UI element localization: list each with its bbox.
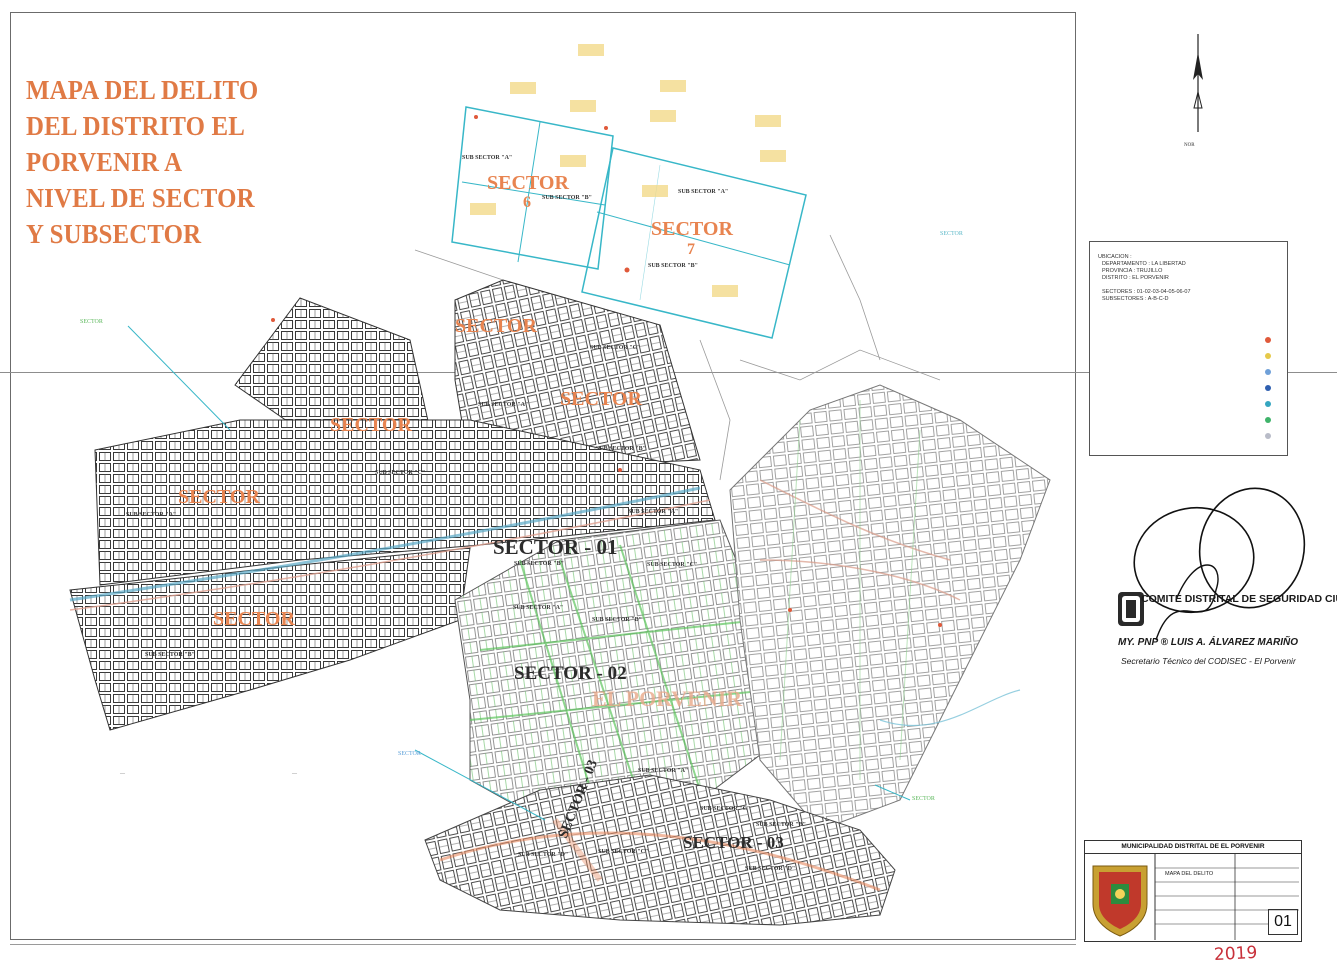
subsector-label: SUB SECTOR "A" — [628, 509, 679, 515]
legend-line: SUBSECTORES : A-B-C-D — [1102, 296, 1169, 302]
legend-color-dot — [1265, 353, 1271, 359]
frame-bottom-line — [10, 944, 1076, 945]
sector-3-label: SECTOR — [330, 414, 412, 436]
subsector-label: SUB SECTOR "D" — [745, 866, 796, 872]
subsector-label: SUB SECTOR "A" — [478, 402, 529, 408]
title-block-grid — [1092, 854, 1299, 940]
svg-text:SECTOR: SECTOR — [912, 796, 935, 802]
legend-line: SECTORES : 01-02-03-04-05-06-07 — [1102, 289, 1191, 295]
svg-text:SECTOR: SECTOR — [398, 751, 421, 757]
sector-03-label: SECTOR - 03 — [683, 833, 784, 852]
subsector-label: SUB SECTOR "A" — [513, 605, 564, 611]
subsector-label: SUB SECTOR "B" — [542, 195, 592, 201]
legend-color-dot — [1265, 433, 1271, 439]
northwest-neighbourhood — [234, 279, 701, 471]
svg-text:—: — — [119, 772, 126, 777]
title-block-plan-name: MAPA DEL DELITO — [1165, 871, 1214, 877]
legend-color-dot — [1265, 417, 1271, 423]
subsector-label: SUB SECTOR "C" — [375, 470, 426, 476]
title-line-1: MAPA DEL DELITO — [26, 75, 259, 105]
west-urban-area — [69, 419, 716, 731]
sector-01-label: SECTOR - 01 — [493, 535, 618, 559]
stamp-officer-title: Secretario Técnico del CODISEC - El Porv… — [1121, 656, 1296, 666]
title-line-3: PORVENIR A — [26, 147, 183, 177]
subsector-label: SUB SECTOR "C" — [598, 849, 649, 855]
svg-text:SECTOR: SECTOR — [80, 319, 103, 325]
north-label: NOR — [1184, 143, 1195, 148]
sector-southwest-label: SECTOR — [213, 608, 295, 630]
north-arrow-icon — [1193, 34, 1203, 132]
legend-color-dot — [1265, 385, 1271, 391]
title-line-2: DEL DISTRITO EL — [26, 111, 246, 141]
legend-line: UBICACION : — [1098, 254, 1132, 260]
sector-7-label: SECTOR — [651, 218, 733, 240]
title-block: MUNICIPALIDAD DISTRITAL DE EL PORVENIR M… — [1084, 840, 1302, 942]
sector-6-number: 6 — [523, 194, 531, 211]
subsector-label: SUB SECTOR "B" — [592, 617, 642, 623]
district-map: SECTOR SECTOR SECTOR SECTOR — — — [69, 44, 1051, 926]
scale-marks: — — — [119, 772, 298, 777]
title-block-header: MUNICIPALIDAD DISTRITAL DE EL PORVENIR — [1085, 841, 1301, 854]
stamp-officer-name: MY. PNP ® LUIS A. ÁLVAREZ MARIÑO — [1118, 637, 1298, 648]
town-name-label: EL PORVENIR — [592, 686, 743, 711]
point-markers — [271, 44, 942, 627]
title-line-5: Y SUBSECTOR — [26, 219, 202, 249]
legend-line: DEPARTAMENTO : LA LIBERTAD — [1102, 261, 1186, 267]
central-south-area — [454, 519, 781, 831]
map-title: MAPA DEL DELITO DEL DISTRITO EL PORVENIR… — [26, 72, 258, 252]
legend-color-dot — [1265, 337, 1271, 343]
subsector-label: SUB SECTOR "A" — [462, 155, 513, 161]
subsector-label: SUB SECTOR "D" — [518, 852, 569, 858]
subsector-label: SUB SECTOR "B" — [145, 652, 195, 658]
stamp-institution: COMITÉ DISTRITAL DE SEGURIDAD CIUDADANA — [1141, 593, 1337, 605]
sector-02-label: SECTOR - 02 — [514, 663, 627, 684]
sector-west-label: SECTOR — [178, 486, 260, 508]
subsector-label: SUB SECTOR "A" — [678, 189, 729, 195]
sheet-number: 01 — [1268, 909, 1298, 935]
legend-color-dot — [1265, 369, 1271, 375]
subsector-label: SUB SECTOR "B" — [514, 561, 564, 567]
subsector-label: SUB SECTOR "C" — [590, 345, 641, 351]
sector-6-7-area — [451, 106, 807, 339]
subsector-label: SUB SECTOR "A" — [638, 768, 689, 774]
legend-line: DISTRITO : EL PORVENIR — [1102, 275, 1169, 281]
sector-4-label: SECTOR — [455, 315, 537, 337]
legend-box: UBICACION : DEPARTAMENTO : LA LIBERTAD P… — [1089, 241, 1288, 456]
south-area — [424, 774, 896, 926]
sector-7-number: 7 — [687, 241, 695, 258]
east-area — [729, 384, 1051, 831]
legend-color-dot — [1265, 401, 1271, 407]
subsector-label: SUB SECTOR "A" — [126, 512, 177, 518]
municipal-shield-icon — [1092, 865, 1148, 937]
legend-line: PROVINCIA : TRUJILLO — [1102, 268, 1163, 274]
subsector-label: SUB SECTOR "B" — [648, 263, 698, 269]
sector-6-label: SECTOR — [487, 172, 569, 195]
subsector-label: SUB SECTOR "C" — [700, 806, 751, 812]
leader-labels: SECTOR SECTOR SECTOR SECTOR — [80, 231, 963, 802]
subsector-label: SUB SECTOR "C" — [647, 562, 698, 568]
subsector-label: SUB SECTOR "B" — [756, 822, 806, 828]
svg-text:—: — — [291, 772, 298, 777]
handwritten-year: 2019 — [1213, 942, 1258, 966]
map-frame — [10, 12, 1076, 940]
sector-5-label: SECTOR — [560, 388, 642, 410]
leader-lines — [127, 325, 911, 821]
sector-6-word: SECTOR — [487, 172, 569, 194]
signature-stamp — [1118, 487, 1306, 641]
subsector-label: SUB SECTOR "B" — [596, 446, 646, 452]
svg-text:SECTOR: SECTOR — [940, 231, 963, 237]
title-line-4: NIVEL DE SECTOR — [26, 183, 255, 213]
